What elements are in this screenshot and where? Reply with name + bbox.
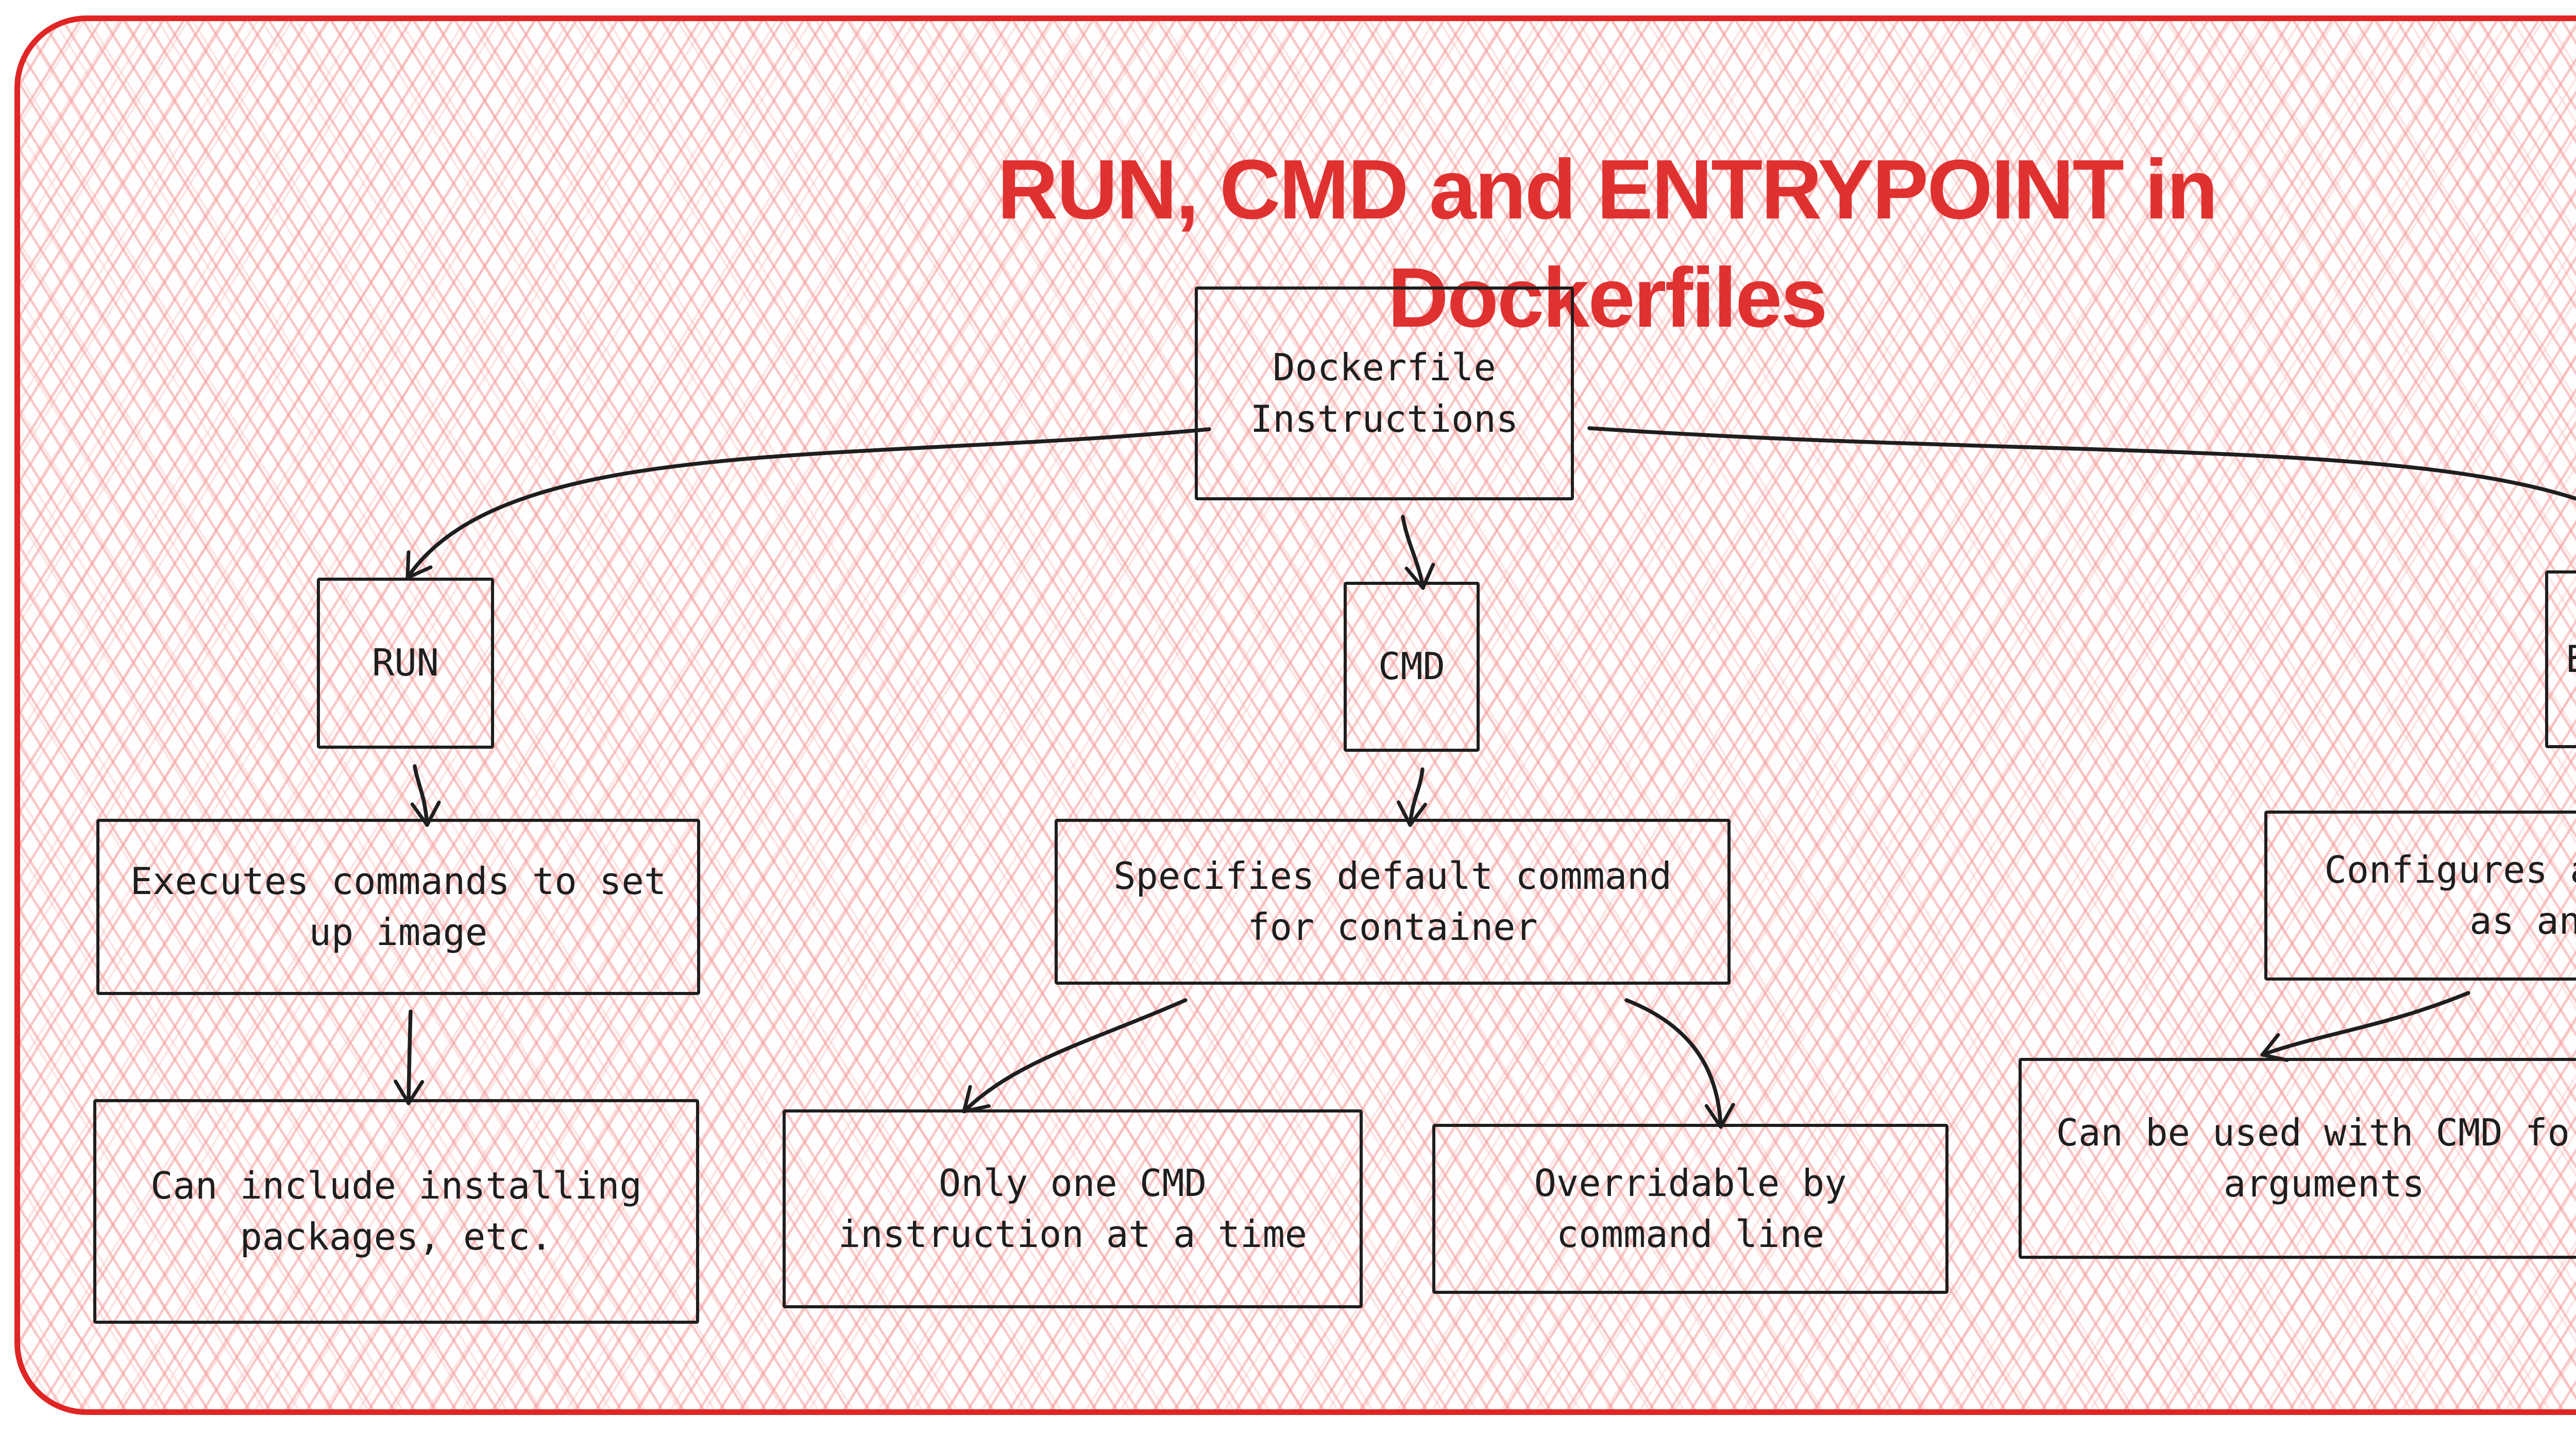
node-label: ENTRYPOINT [2556, 634, 2576, 685]
node-label: Specifies default command for container [1113, 854, 1672, 949]
arrow-root-to-entrypoint [1587, 426, 2576, 501]
diagram-title: RUN, CMD and ENTRYPOINT in Dockerfiles [997, 142, 2218, 345]
node-label: RUN [371, 641, 439, 685]
node-label: Dockerfile Instructions [1250, 346, 1519, 441]
arrow-cmddesc-to-note1 [962, 998, 1188, 1114]
arrow-cmd-to-desc [1397, 767, 1427, 827]
node-run-note: Can include installing packages, etc. [93, 1099, 699, 1324]
node-run-description: Executes commands to set up image [96, 819, 700, 995]
node-cmd-description: Specifies default command for container [1055, 819, 1731, 985]
node-entrypoint-note-1: Can be used with CMD for arguments [2019, 1058, 2576, 1259]
arrow-root-to-cmd [1401, 515, 1435, 590]
arrow-cmddesc-to-note2 [1624, 998, 1735, 1129]
node-label: Can include installing packages, etc. [150, 1164, 642, 1258]
node-entrypoint-description: Configures a container to run as an exec… [2264, 811, 2576, 981]
node-label: Configures a container to run as an exec… [2324, 848, 2576, 942]
node-cmd: CMD [1344, 582, 1480, 752]
arrow-rundesc-to-note [394, 1009, 425, 1105]
node-label: Overridable by command line [1534, 1161, 1847, 1256]
node-entrypoint: ENTRYPOINT [2545, 570, 2576, 748]
node-label: Only one CMD instruction at a time [838, 1161, 1308, 1256]
node-dockerfile-instructions: Dockerfile Instructions [1195, 286, 1574, 500]
diagram-canvas: RUN, CMD and ENTRYPOINT in Dockerfiles D… [14, 15, 2576, 1415]
node-label: Can be used with CMD for arguments [2056, 1110, 2576, 1205]
arrow-entrydesc-to-note1 [2260, 991, 2470, 1062]
node-cmd-note-2: Overridable by command line [1432, 1124, 1948, 1294]
node-run: RUN [317, 578, 494, 749]
node-label: CMD [1378, 645, 1446, 688]
node-label: Executes commands to set up image [130, 859, 667, 954]
arrow-run-to-desc [410, 764, 441, 827]
arrow-root-to-run [405, 427, 1211, 580]
node-cmd-note-1: Only one CMD instruction at a time [783, 1109, 1363, 1308]
